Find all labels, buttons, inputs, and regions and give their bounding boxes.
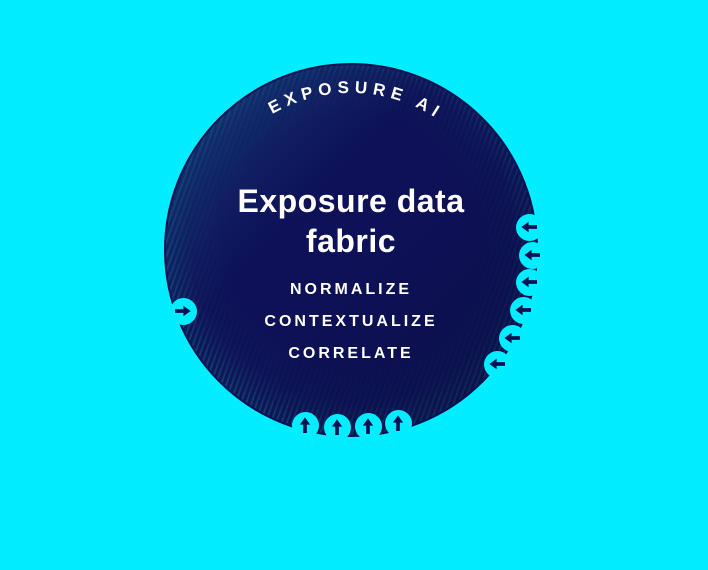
- inbound-arrow-port-up: [384, 409, 412, 437]
- inbound-arrow-port-left: [498, 324, 526, 352]
- inbound-arrow-port-up: [323, 413, 351, 441]
- inbound-arrow-port-left: [515, 213, 543, 241]
- inbound-arrow-port-left: [509, 296, 537, 324]
- inbound-arrow-port-left: [483, 350, 511, 378]
- arrow-icon: [331, 419, 343, 435]
- arrow-icon: [299, 417, 311, 433]
- arrow-icon: [524, 249, 540, 261]
- inbound-arrow-port-left: [518, 241, 546, 269]
- inbound-arrow-port-left: [515, 268, 543, 296]
- capability-correlate: CORRELATE: [288, 345, 414, 362]
- capability-normalize: NORMALIZE: [289, 281, 413, 298]
- arrow-icon: [521, 221, 537, 233]
- arrow-icon: [504, 332, 520, 344]
- arrow-icon: [175, 305, 191, 317]
- arrow-icon: [489, 358, 505, 370]
- capability-contextualize: CONTEXTUALIZE: [264, 313, 438, 330]
- arrow-icon: [362, 418, 374, 434]
- sphere-title-line2: fabric: [305, 223, 397, 259]
- inbound-arrow-port-up: [354, 412, 382, 440]
- inbound-arrow-port-right: [169, 297, 197, 325]
- arrow-icon: [392, 415, 404, 431]
- inbound-arrow-port-up: [291, 411, 319, 439]
- data-fabric-sphere: [164, 63, 538, 437]
- capability-list: NORMALIZE CONTEXTUALIZE CORRELATE: [164, 274, 538, 370]
- arrow-icon: [521, 276, 537, 288]
- arrow-icon: [515, 304, 531, 316]
- sphere-title: Exposure data fabric: [164, 181, 538, 261]
- sphere-title-line1: Exposure data: [237, 183, 465, 219]
